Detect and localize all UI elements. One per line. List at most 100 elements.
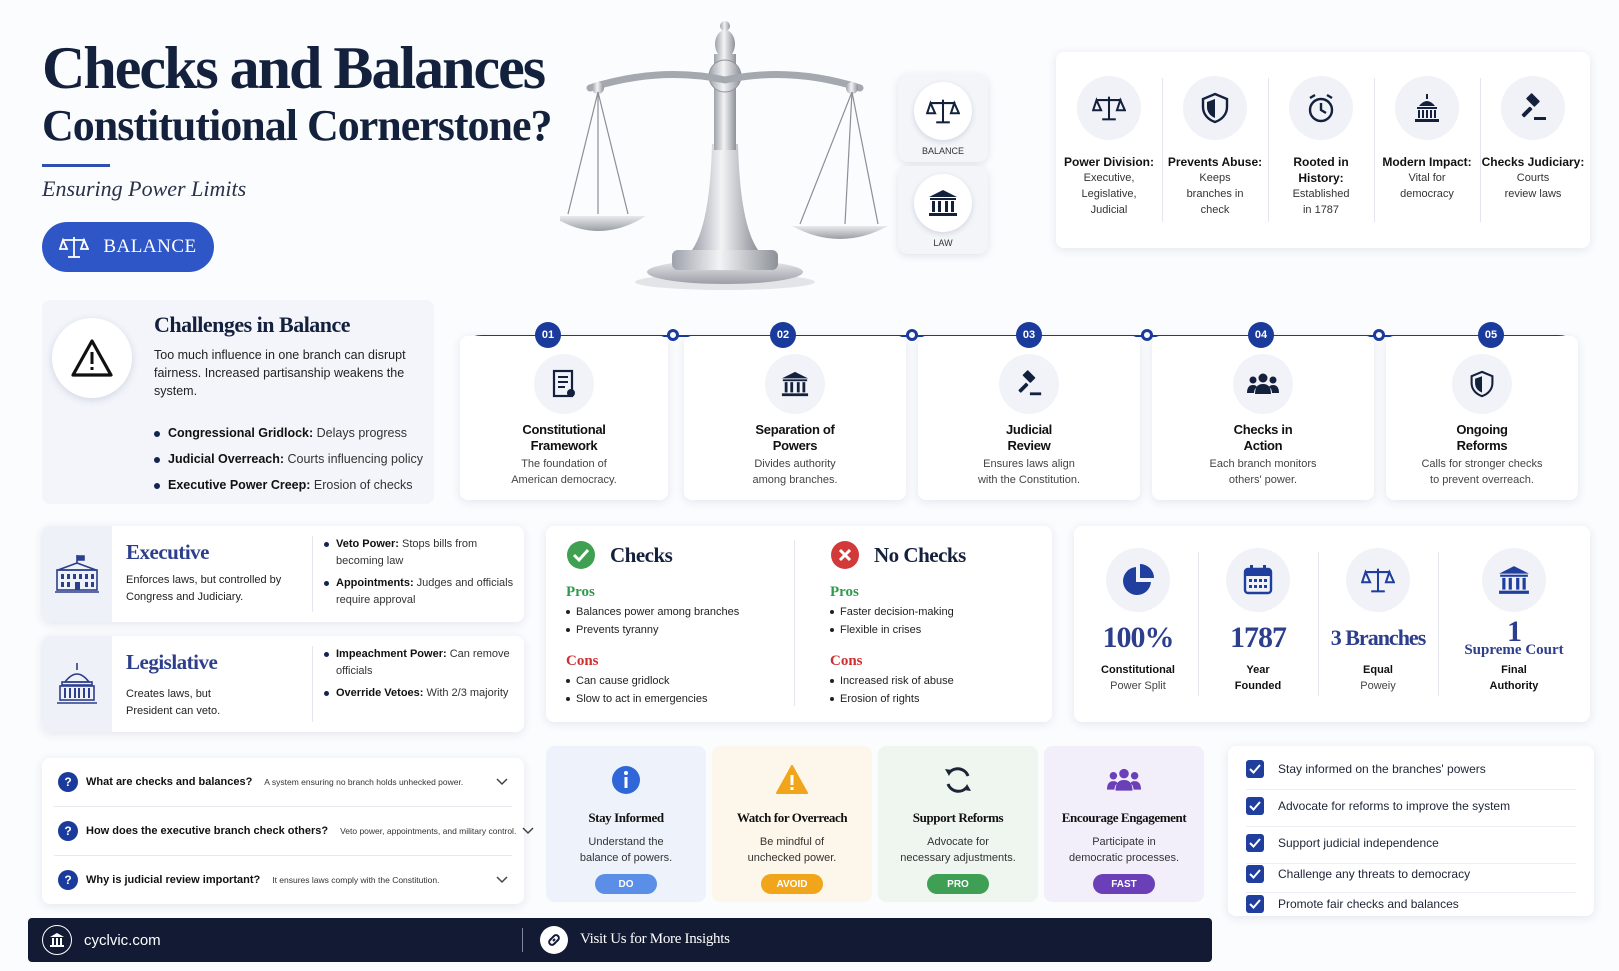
visit-link[interactable]: Visit Us for More Insights bbox=[580, 931, 730, 947]
checklist-item[interactable]: Promote fair checks and balances bbox=[1246, 895, 1459, 913]
timeline-dot bbox=[906, 329, 918, 341]
faq-panel: ? What are checks and balances? A system… bbox=[42, 758, 534, 904]
checkbox-checked-icon[interactable] bbox=[1246, 797, 1264, 815]
shield-icon bbox=[1452, 354, 1512, 414]
checkbox-checked-icon[interactable] bbox=[1246, 865, 1264, 883]
stat-year: 1787 Year Founded bbox=[1198, 526, 1318, 722]
list-item: Balances power among branches bbox=[566, 603, 806, 621]
people-icon bbox=[1104, 760, 1144, 800]
balance-button[interactable]: BALANCE bbox=[42, 222, 214, 272]
scale-icon bbox=[59, 234, 90, 260]
stat-label: Year bbox=[1246, 664, 1270, 676]
fact-title: Checks Judiciary: bbox=[1481, 155, 1585, 169]
legislative-card: Legislative Creates laws, but President … bbox=[42, 636, 524, 732]
balance-button-label: BALANCE bbox=[103, 236, 197, 257]
stat-supreme-court: 1 Supreme Court Final Authority bbox=[1442, 526, 1586, 722]
fact-desc: Executive, Legislative, Judicial bbox=[1081, 172, 1137, 216]
checks-comparison: Checks Pros Balances power among branche… bbox=[546, 526, 1052, 722]
checkbox-checked-icon[interactable] bbox=[1246, 760, 1264, 778]
law-chip: LAW bbox=[898, 166, 988, 254]
branch-desc: Enforces laws, but controlled by Congres… bbox=[126, 574, 282, 603]
pros-label: Pros bbox=[830, 584, 859, 600]
executive-card: Executive Enforces laws, but controlled … bbox=[42, 526, 524, 622]
branch-powers: Veto Power: Stops bills from becoming la… bbox=[324, 536, 516, 614]
chevron-down-icon[interactable] bbox=[490, 778, 514, 786]
action-pill[interactable]: PRO bbox=[927, 874, 989, 894]
stat-value: 3 Branches bbox=[1330, 625, 1427, 650]
faq-answer: Veto power, appointments, and military c… bbox=[340, 826, 517, 836]
fact-desc: Courts review laws bbox=[1504, 172, 1562, 200]
action-title: Encourage Engagement bbox=[1061, 810, 1187, 825]
checklist-item[interactable]: Support judicial independence bbox=[1246, 834, 1439, 852]
link-icon[interactable] bbox=[540, 926, 568, 954]
checklist-text: Support judicial independence bbox=[1278, 836, 1439, 850]
question-icon: ? bbox=[58, 870, 78, 890]
action-pill[interactable]: DO bbox=[595, 874, 657, 894]
list-item: Override Vetoes: With 2/3 majority bbox=[324, 685, 516, 702]
checkbox-checked-icon[interactable] bbox=[1246, 834, 1264, 852]
action-pill[interactable]: FAST bbox=[1093, 874, 1155, 894]
stat-sublabel: Authority bbox=[1489, 680, 1539, 692]
checklist-item[interactable]: Advocate for reforms to improve the syst… bbox=[1246, 797, 1510, 815]
checklist-text: Challenge any threats to democracy bbox=[1278, 867, 1471, 881]
challenges-desc: Too much influence in one branch can dis… bbox=[154, 348, 406, 398]
timeline-dot bbox=[1373, 329, 1385, 341]
checks-title: Checks bbox=[610, 542, 673, 567]
page-title-line2: Constitutional Cornerstone? bbox=[42, 101, 553, 150]
checklist-item[interactable]: Stay informed on the branches' powers bbox=[1246, 760, 1486, 778]
stat-label: Final bbox=[1501, 664, 1527, 676]
check-circle-icon bbox=[566, 540, 596, 570]
chevron-down-icon[interactable] bbox=[516, 827, 540, 835]
step-number: 04 bbox=[1248, 322, 1274, 348]
footer-bar: cyclvic.com Visit Us for More Insights bbox=[28, 918, 1212, 962]
faq-answer: A system ensuring no branch holds unheck… bbox=[264, 777, 464, 787]
step-number: 05 bbox=[1478, 322, 1504, 348]
balance-chip: BALANCE bbox=[898, 74, 988, 162]
list-item: Executive Power Creep: Erosion of checks bbox=[154, 472, 423, 498]
courthouse-icon bbox=[765, 354, 825, 414]
pros-label: Pros bbox=[566, 584, 595, 600]
list-item: Increased risk of abuse bbox=[830, 672, 1070, 690]
stat-value: 1 bbox=[1507, 615, 1522, 648]
stat-sublabel: Poweiy bbox=[1360, 680, 1396, 692]
stat-value: 100% bbox=[1102, 621, 1175, 654]
stats-panel: 100% Constitutional Power Split 1787 Yea… bbox=[1074, 526, 1590, 722]
fact-desc: Established in 1787 bbox=[1292, 188, 1350, 216]
branch-name: Legislative bbox=[126, 650, 218, 674]
faq-item[interactable]: ? Why is judicial review important? It e… bbox=[42, 856, 524, 904]
action-pill[interactable]: AVOID bbox=[761, 874, 823, 894]
capitol-icon bbox=[42, 636, 112, 732]
site-link[interactable]: cyclvic.com bbox=[84, 931, 161, 949]
checklist-item[interactable]: Challenge any threats to democracy bbox=[1246, 865, 1470, 883]
scale-icon bbox=[1077, 76, 1141, 140]
info-icon bbox=[606, 760, 646, 800]
faq-item[interactable]: ? What are checks and balances? A system… bbox=[42, 758, 524, 806]
faq-item[interactable]: ? How does the executive branch check ot… bbox=[42, 807, 534, 855]
faq-answer: It ensures laws comply with the Constitu… bbox=[272, 875, 440, 885]
chevron-down-icon[interactable] bbox=[490, 876, 514, 884]
list-item: Prevents tyranny bbox=[566, 621, 806, 639]
document-icon bbox=[534, 354, 594, 414]
page-title: Checks and Balances bbox=[42, 35, 546, 101]
stat-label: Constitutional bbox=[1101, 664, 1175, 676]
branch-desc: Creates laws, but President can veto. bbox=[126, 688, 221, 717]
step-number: 02 bbox=[770, 322, 796, 348]
list-item: Slow to act in emergencies bbox=[566, 690, 806, 708]
list-item: Appointments: Judges and officials requi… bbox=[324, 575, 516, 609]
checkbox-checked-icon[interactable] bbox=[1246, 895, 1264, 913]
courthouse-icon bbox=[1482, 548, 1546, 612]
cons-label: Cons bbox=[566, 653, 599, 669]
